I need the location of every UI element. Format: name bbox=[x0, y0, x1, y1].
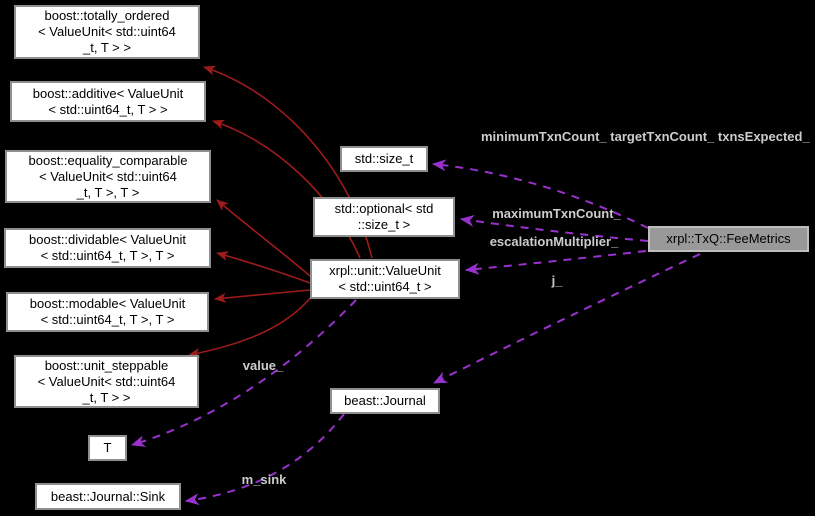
edge-usage-txn-counts bbox=[432, 159, 649, 229]
node-xrpl-unit-valueunit[interactable]: xrpl::unit::ValueUnit < std::uint64_t > bbox=[310, 259, 460, 299]
node-boost-unit-steppable[interactable]: boost::unit_steppable < ValueUnit< std::… bbox=[14, 355, 199, 408]
node-boost-additive[interactable]: boost::additive< ValueUnit < std::uint64… bbox=[10, 81, 206, 122]
node-beast-journal[interactable]: beast::Journal bbox=[330, 388, 440, 414]
node-boost-totally-ordered[interactable]: boost::totally_ordered < ValueUnit< std:… bbox=[14, 5, 200, 59]
edge-usage-m-sink bbox=[185, 413, 345, 506]
node-std-optional-size-t[interactable]: std::optional< std ::size_t > bbox=[313, 197, 455, 237]
node-boost-modable[interactable]: boost::modable< ValueUnit < std::uint64_… bbox=[6, 292, 209, 332]
edge-label-escalation-multiplier: escalationMultiplier_ bbox=[489, 234, 619, 249]
edge-usage-j bbox=[433, 253, 701, 384]
edge-inherit-modable bbox=[214, 289, 311, 303]
edge-inherit-dividable bbox=[216, 251, 311, 284]
node-boost-equality-comparable[interactable]: boost::equality_comparable < ValueUnit< … bbox=[5, 150, 211, 203]
edge-inherit-unit-steppable bbox=[188, 295, 313, 358]
edge-label-maximum-txn-count: maximumTxnCount_ bbox=[492, 206, 621, 221]
node-beast-journal-sink[interactable]: beast::Journal::Sink bbox=[35, 483, 181, 510]
edge-usage-escalation-multiplier bbox=[465, 250, 647, 275]
node-t-parameter[interactable]: T bbox=[88, 435, 127, 461]
edge-label-value: value_ bbox=[242, 358, 284, 373]
edge-usage-value bbox=[131, 299, 357, 447]
edge-usage-maximum-txn-count bbox=[460, 214, 649, 242]
edge-inherit-additive bbox=[212, 119, 361, 259]
node-boost-dividable[interactable]: boost::dividable< ValueUnit < std::uint6… bbox=[4, 228, 211, 268]
node-xrpl-txq-feemetrics-main: xrpl::TxQ::FeeMetrics bbox=[648, 226, 809, 252]
edge-label-j: j_ bbox=[551, 273, 563, 288]
edge-label-m-sink: m_sink bbox=[241, 472, 287, 487]
edge-inherit-equality-comparable bbox=[216, 199, 311, 277]
node-std-size-t[interactable]: std::size_t bbox=[340, 146, 428, 172]
edge-label-txn-counts: minimumTxnCount_ targetTxnCount_ txnsExp… bbox=[481, 129, 810, 144]
